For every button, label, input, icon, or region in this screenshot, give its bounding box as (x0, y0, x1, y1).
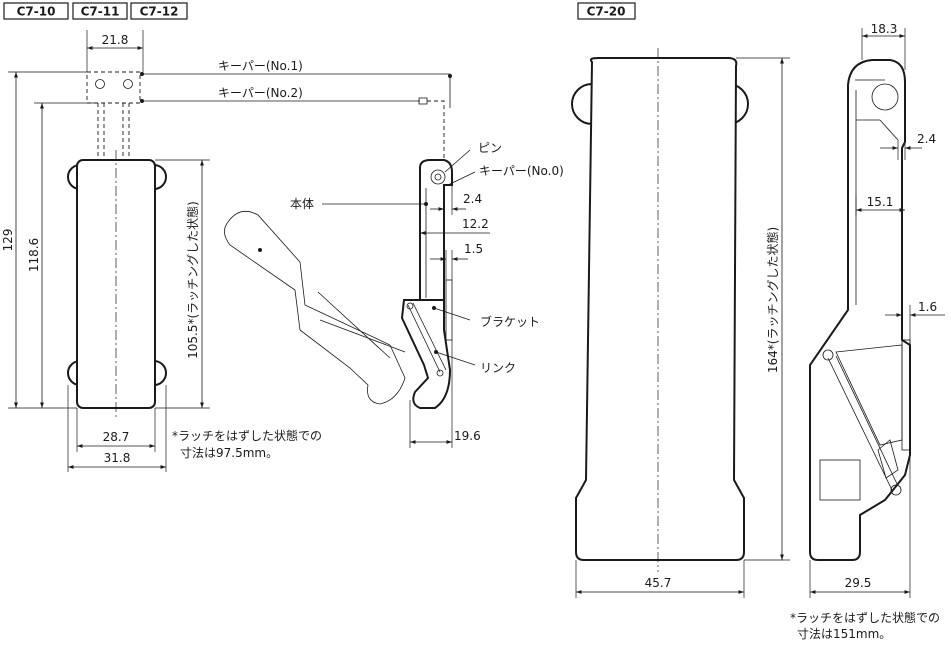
model-tag-c7-10: C7-10 (3, 2, 69, 20)
dim-overall-width: 31.8 (104, 451, 131, 465)
latch-body-side (419, 159, 453, 301)
right-side-view: 18.3 2.4 15.1 1.6 29.5 (809, 22, 945, 598)
dim-side-width: 19.6 (454, 429, 481, 443)
dim-side-large-top: 18.3 (871, 22, 898, 36)
lever-side (400, 299, 452, 409)
model-tag-c7-20-text: C7-20 (587, 5, 626, 19)
label-keeper-no2: キーパー(No.2) (218, 86, 303, 100)
label-bracket: ブラケット (480, 314, 540, 329)
dim-side-large-a: 2.4 (917, 132, 936, 146)
dim-latched-height: 105.5*(ラッチングした状態) (185, 201, 200, 359)
model-tag-c7-12: C7-12 (130, 2, 188, 20)
dim-side-a: 2.4 (463, 192, 482, 206)
keeper-outline-front (86, 71, 141, 104)
keeper-callouts: キーパー(No.1) キーパー(No.2) (140, 59, 452, 168)
label-keeper-no0: キーパー(No.0) (479, 164, 564, 178)
dim-side-large-c: 1.6 (918, 300, 937, 314)
dim-side-c: 1.5 (464, 242, 483, 256)
note-large: *ラッチをはずした状態での 寸法は151mm。 (790, 610, 940, 641)
latch-body-side-large (809, 59, 911, 561)
label-keeper-no1: キーパー(No.1) (218, 59, 303, 73)
dim-body-height: 118.6 (27, 238, 41, 272)
keeper-hole-left (95, 79, 105, 89)
dim-side-large-b: 15.1 (867, 195, 894, 209)
model-tag-c7-11: C7-11 (72, 2, 128, 20)
model-tag-c7-20: C7-20 (577, 2, 636, 20)
dim-large-height: 164*(ラッチングした状態) (765, 227, 780, 373)
note-small: *ラッチをはずした状態での 寸法は97.5mm。 (172, 428, 322, 460)
right-front-view: 164*(ラッチングした状態) 45.7 (571, 48, 790, 598)
dim-side-large-width: 29.5 (845, 576, 872, 590)
model-tag-c7-10-text: C7-10 (17, 5, 56, 19)
open-lever-outline (224, 210, 406, 405)
label-link: リンク (480, 361, 516, 375)
dim-body-width: 28.7 (103, 430, 130, 444)
note-small-line2: 寸法は97.5mm。 (180, 446, 278, 460)
model-tag-c7-12-text: C7-12 (140, 5, 179, 19)
dim-side-b: 12.2 (462, 217, 489, 231)
left-side-view: ピン キーパー(No.0) 本体 ブラケット リンク 2.4 12.2 1.5 … (224, 141, 564, 448)
note-small-line1: *ラッチをはずした状態での (172, 428, 322, 443)
keeper-hole-right (123, 79, 133, 89)
model-tag-c7-11-text: C7-11 (81, 5, 120, 19)
left-front-view: 21.8 129 118.6 105.5*(ラッチングした状態) 28.7 31… (1, 30, 210, 472)
note-large-line2: 寸法は151mm。 (797, 627, 891, 641)
dim-total-height: 129 (1, 229, 15, 252)
label-body: 本体 (290, 197, 314, 211)
latch-body-front-large (575, 57, 745, 561)
label-pin: ピン (478, 141, 502, 155)
dim-top-width: 21.8 (102, 33, 129, 47)
dim-large-width: 45.7 (645, 576, 672, 590)
note-large-line1: *ラッチをはずした状態での (790, 610, 940, 625)
